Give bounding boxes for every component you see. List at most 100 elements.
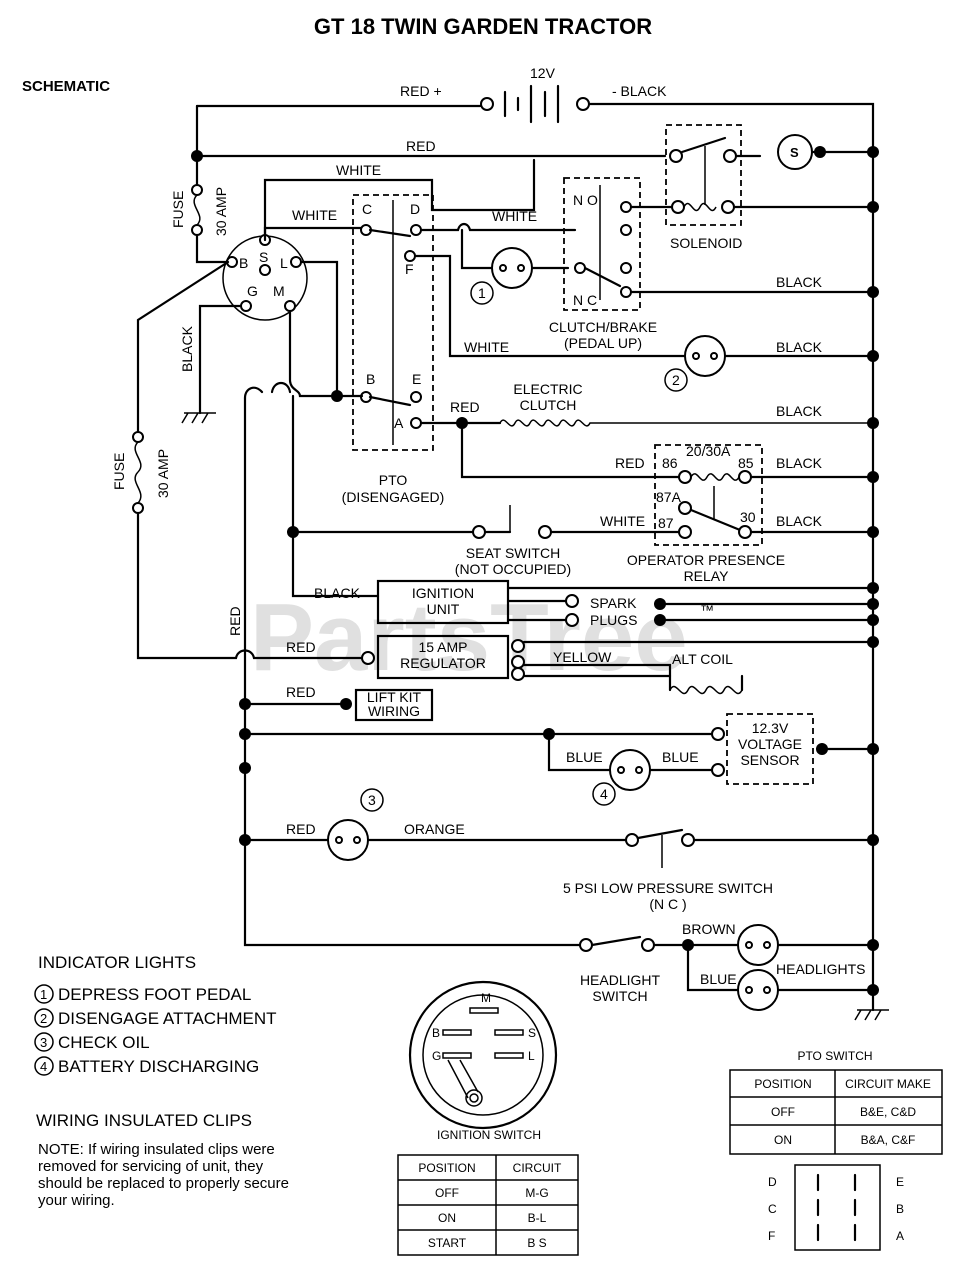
blue-head-label: BLUE xyxy=(700,971,737,987)
svg-text:E: E xyxy=(896,1175,904,1189)
svg-text:G: G xyxy=(247,283,258,299)
red-relay-label: RED xyxy=(615,455,645,471)
low-pressure-switch-label: 5 PSI LOW PRESSURE SWITCH(N C ) xyxy=(563,880,773,912)
svg-text:B: B xyxy=(366,371,375,387)
fuse-1: FUSE 30 AMP xyxy=(170,184,230,264)
watermark: PartsTree xyxy=(250,584,688,691)
svg-text:INDICATOR LIGHTS: INDICATOR LIGHTS xyxy=(38,953,196,972)
yellow-label: YELLOW xyxy=(553,649,612,665)
svg-text:POSITION: POSITION xyxy=(418,1161,475,1175)
svg-text:86: 86 xyxy=(662,455,678,471)
pto-table-title: PTO SWITCH xyxy=(797,1049,872,1063)
svg-text:C: C xyxy=(768,1202,777,1216)
fuse-2-label: FUSE xyxy=(111,453,127,490)
solenoid: S SOLENOID xyxy=(630,124,879,251)
white-top-label: WHITE xyxy=(336,162,381,178)
svg-text:F: F xyxy=(405,261,414,277)
svg-text:G: G xyxy=(432,1049,441,1063)
fuse-1-rating: 30 AMP xyxy=(213,187,229,236)
svg-text:1: 1 xyxy=(40,987,47,1002)
svg-text:POSITION: POSITION xyxy=(754,1077,811,1091)
svg-text:B&A, C&F: B&A, C&F xyxy=(861,1133,916,1147)
callout-4: 4 xyxy=(600,786,608,802)
starter-motor-label: S xyxy=(790,145,799,160)
black-30-label: BLACK xyxy=(776,513,823,529)
watermark-tm: ™ xyxy=(700,602,714,618)
svg-text:2: 2 xyxy=(40,1011,47,1026)
white-c-label: WHITE xyxy=(292,207,337,223)
svg-text:30: 30 xyxy=(740,509,756,525)
svg-text:L: L xyxy=(528,1049,535,1063)
schematic-heading: SCHEMATIC xyxy=(22,78,110,95)
red-lift-label: RED xyxy=(286,684,316,700)
red-pto-label: RED xyxy=(450,399,480,415)
blue-1-label: BLUE xyxy=(566,749,603,765)
svg-text:20/30A: 20/30A xyxy=(686,443,731,459)
alt-coil-label: ALT COIL xyxy=(672,651,733,667)
svg-text:N C: N C xyxy=(573,292,597,308)
pto-switch: C D F B E A PTO(DISENGAGED) xyxy=(342,194,445,505)
red-vertical-label: RED xyxy=(227,606,243,636)
ignition-table: POSITION CIRCUIT OFF M-G ON B-L START B … xyxy=(397,1154,579,1256)
battery-voltage-label: 12V xyxy=(530,65,556,81)
svg-text:CIRCUIT: CIRCUIT xyxy=(513,1161,562,1175)
svg-text:S: S xyxy=(528,1026,536,1040)
svg-text:DEPRESS FOOT PEDAL: DEPRESS FOOT PEDAL xyxy=(58,985,251,1004)
svg-text:M-G: M-G xyxy=(525,1186,548,1200)
battery-negative-label: - BLACK xyxy=(612,83,667,99)
indicator-legend: INDICATOR LIGHTS 1 DEPRESS FOOT PEDAL 2 … xyxy=(34,953,277,1076)
svg-text:87A: 87A xyxy=(656,489,682,505)
white-87-label: WHITE xyxy=(600,513,645,529)
ignition-switch-face: M B S G L xyxy=(408,980,558,1130)
svg-text:E: E xyxy=(412,371,421,387)
svg-text:CHECK OIL: CHECK OIL xyxy=(58,1033,150,1052)
svg-text:DISENGAGE ATTACHMENT: DISENGAGE ATTACHMENT xyxy=(58,1009,277,1028)
clutch-brake-switch: N O N C CLUTCH/BRAKE(PEDAL UP) xyxy=(549,177,657,351)
clutch-brake-label: CLUTCH/BRAKE(PEDAL UP) xyxy=(549,319,657,351)
brown-label: BROWN xyxy=(682,921,736,937)
svg-text:ON: ON xyxy=(774,1133,792,1147)
pto-label: PTO(DISENGAGED) xyxy=(342,472,445,505)
svg-text:85: 85 xyxy=(738,455,754,471)
blue-2-label: BLUE xyxy=(662,749,699,765)
svg-text:3: 3 xyxy=(40,1035,47,1050)
svg-text:START: START xyxy=(428,1236,467,1250)
svg-text:D: D xyxy=(768,1175,777,1189)
headlights-label: HEADLIGHTS xyxy=(776,961,865,977)
svg-text:B&E, C&D: B&E, C&D xyxy=(860,1105,916,1119)
svg-text:S: S xyxy=(259,249,268,265)
black-sw2-label: BLACK xyxy=(776,339,823,355)
svg-text:A: A xyxy=(896,1229,904,1243)
svg-text:A: A xyxy=(394,415,404,431)
svg-text:ON: ON xyxy=(438,1211,456,1225)
fuse-2-rating: 30 AMP xyxy=(155,449,171,498)
svg-text:C: C xyxy=(362,201,372,217)
callout-2: 2 xyxy=(672,372,680,388)
svg-text:OFF: OFF xyxy=(771,1105,795,1119)
callout-1: 1 xyxy=(478,285,486,301)
clips-heading: WIRING INSULATED CLIPS xyxy=(36,1111,252,1130)
svg-text:4: 4 xyxy=(40,1059,47,1074)
svg-text:M: M xyxy=(273,283,285,299)
svg-text:OFF: OFF xyxy=(435,1186,459,1200)
battery-positive-label: RED + xyxy=(400,83,442,99)
seat-switch-label: SEAT SWITCH(NOT OCCUPIED) xyxy=(455,545,571,577)
orange-label: ORANGE xyxy=(404,821,465,837)
svg-text:B-L: B-L xyxy=(528,1211,547,1225)
black-85-label: BLACK xyxy=(776,455,823,471)
svg-text:BATTERY DISCHARGING: BATTERY DISCHARGING xyxy=(58,1057,259,1076)
pto-switch-diagram: D C F E B A xyxy=(768,1164,904,1251)
white-no-label: WHITE xyxy=(492,208,537,224)
ignition-switch-schematic: B S L G M xyxy=(222,234,308,321)
